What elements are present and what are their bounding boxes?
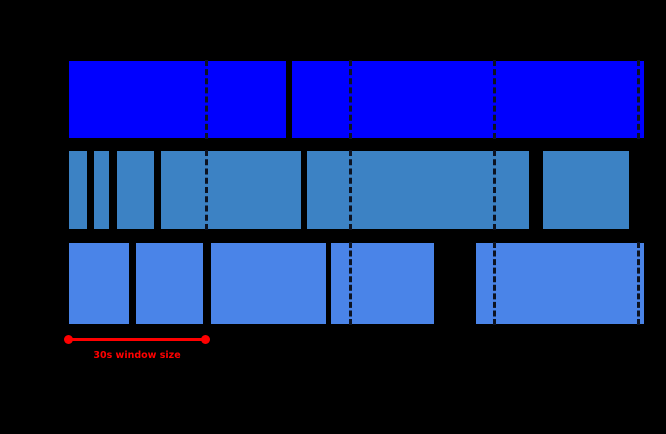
timeline-segment[interactable] — [160, 150, 302, 230]
timeline-segment[interactable] — [135, 242, 204, 325]
timeline-segment[interactable] — [68, 60, 287, 139]
window-boundary-line — [637, 60, 640, 139]
timeline-segment[interactable] — [542, 150, 630, 230]
window-boundary-line — [493, 242, 496, 325]
window-boundary-line — [349, 150, 352, 230]
timeline-segment[interactable] — [68, 242, 130, 325]
window-size-start-marker — [64, 335, 73, 344]
window-size-measure-line — [68, 338, 206, 341]
timeline-segment[interactable] — [306, 150, 530, 230]
window-size-label: 30s window size — [93, 350, 181, 361]
timeline-segment[interactable] — [330, 242, 435, 325]
window-boundary-line — [493, 60, 496, 139]
window-boundary-line — [205, 60, 208, 139]
timeline-segment[interactable] — [93, 150, 110, 230]
timeline-segment[interactable] — [116, 150, 155, 230]
timeline-segment[interactable] — [210, 242, 327, 325]
window-boundary-line — [637, 242, 640, 325]
timeline-segment[interactable] — [475, 242, 645, 325]
timeline-segment[interactable] — [68, 150, 88, 230]
window-boundary-line — [349, 60, 352, 139]
window-size-end-marker — [201, 335, 210, 344]
window-boundary-line — [205, 150, 208, 230]
window-boundary-line — [493, 150, 496, 230]
window-boundary-line — [349, 242, 352, 325]
